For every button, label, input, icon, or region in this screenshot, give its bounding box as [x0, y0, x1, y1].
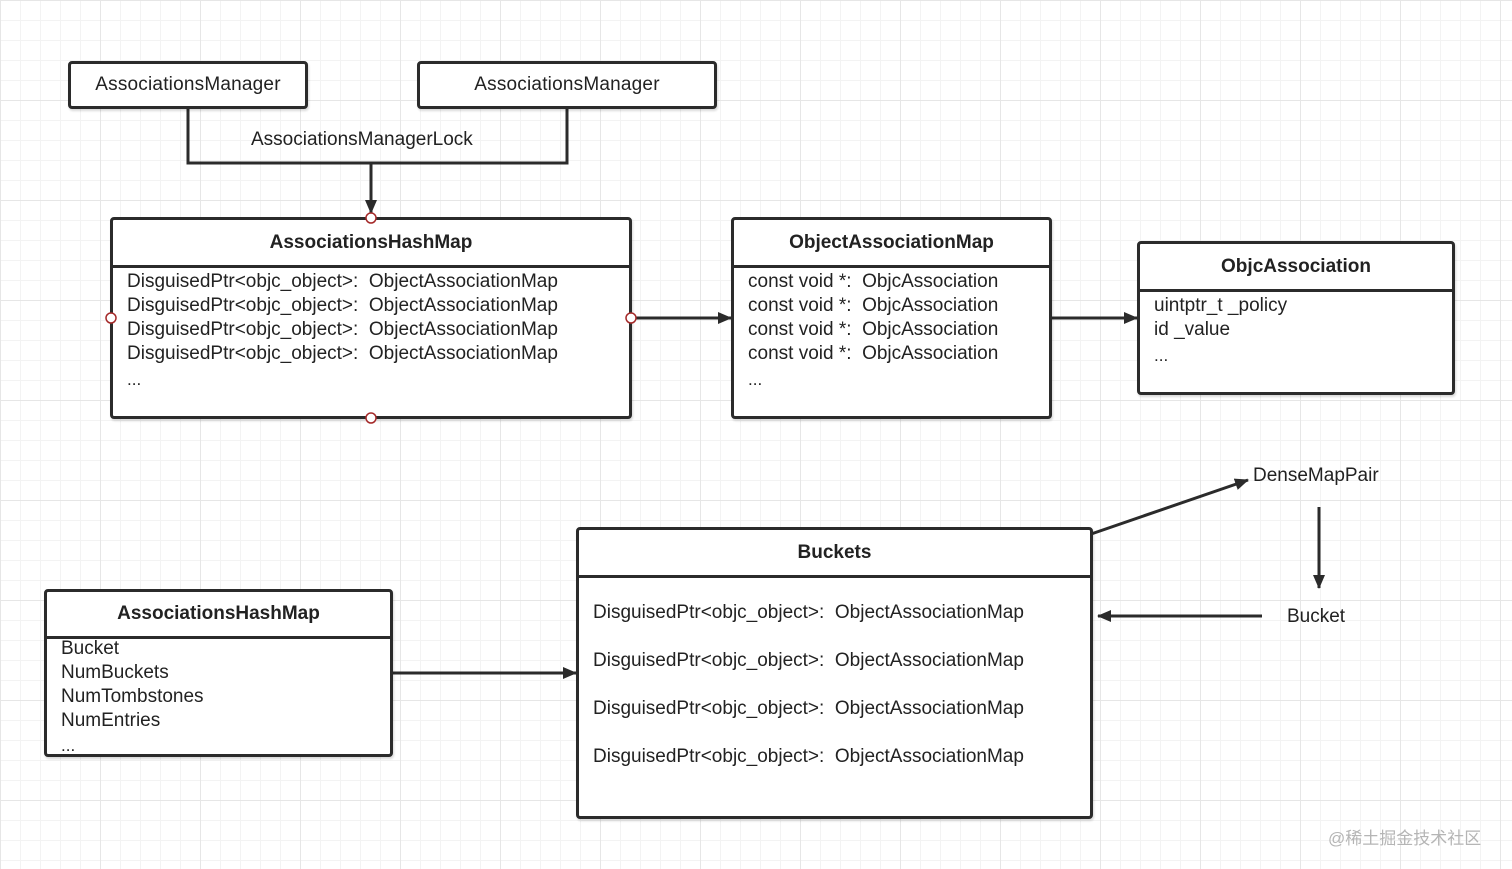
- buckets-row: DisguisedPtr<objc_object>: ObjectAssocia…: [593, 698, 1024, 719]
- hash-map-fields-box[interactable]: AssociationsHashMap Bucket NumBuckets Nu…: [44, 589, 393, 757]
- objc-association-more: ...: [1154, 346, 1169, 365]
- hash-map-field: Bucket: [61, 638, 120, 659]
- objc-association-field: uintptr_t _policy: [1154, 295, 1288, 316]
- connection-point: [365, 412, 377, 424]
- hash-map-fields-header: AssociationsHashMap: [47, 592, 390, 639]
- dense-map-pair-label: DenseMapPair: [1253, 465, 1379, 486]
- watermark: @稀土掘金技术社区: [1328, 829, 1482, 848]
- object-map-row: const void *: ObjcAssociation: [748, 343, 999, 364]
- hash-map-row: DisguisedPtr<objc_object>: ObjectAssocia…: [127, 271, 558, 292]
- hash-map-fields-more: ...: [61, 736, 76, 755]
- object-map-more: ...: [748, 370, 763, 389]
- associations-manager-right-label: AssociationsManager: [474, 74, 660, 95]
- objc-association-header: ObjcAssociation: [1140, 244, 1452, 292]
- lock-bracket-line: [186, 108, 569, 165]
- object-map-row: const void *: ObjcAssociation: [748, 271, 999, 292]
- hash-map-row: DisguisedPtr<objc_object>: ObjectAssocia…: [127, 295, 558, 316]
- buckets-row: DisguisedPtr<objc_object>: ObjectAssocia…: [593, 746, 1024, 767]
- associations-hash-map-box[interactable]: AssociationsHashMap DisguisedPtr<objc_ob…: [110, 217, 632, 419]
- associations-hash-map-header: AssociationsHashMap: [113, 220, 629, 268]
- buckets-box[interactable]: Buckets DisguisedPtr<objc_object>: Objec…: [576, 527, 1093, 819]
- hash-map-field: NumTombstones: [61, 686, 204, 707]
- connection-point: [625, 312, 637, 324]
- buckets-row: DisguisedPtr<objc_object>: ObjectAssocia…: [593, 602, 1024, 623]
- objc-association-field: id _value: [1154, 319, 1231, 340]
- buckets-header: Buckets: [579, 530, 1090, 578]
- hash-map-field: NumBuckets: [61, 662, 169, 683]
- object-map-row: const void *: ObjcAssociation: [748, 295, 999, 316]
- associations-hash-map-title: AssociationsHashMap: [269, 231, 473, 253]
- objc-association-box[interactable]: ObjcAssociation uintptr_t _policy id _va…: [1137, 241, 1455, 395]
- hash-map-fields-title: AssociationsHashMap: [117, 603, 320, 624]
- associations-manager-left[interactable]: AssociationsManager: [68, 61, 308, 109]
- hash-map-field: NumEntries: [61, 710, 161, 731]
- associations-manager-right[interactable]: AssociationsManager: [417, 61, 717, 109]
- object-map-row: const void *: ObjcAssociation: [748, 319, 999, 340]
- object-association-map-header: ObjectAssociationMap: [734, 220, 1049, 268]
- hash-map-row: DisguisedPtr<objc_object>: ObjectAssocia…: [127, 343, 558, 364]
- connection-point: [365, 212, 377, 224]
- associations-manager-lock-label: AssociationsManagerLock: [251, 129, 473, 150]
- bucket-label: Bucket: [1287, 606, 1346, 627]
- object-association-map-box[interactable]: ObjectAssociationMap const void *: ObjcA…: [731, 217, 1052, 419]
- buckets-row: DisguisedPtr<objc_object>: ObjectAssocia…: [593, 650, 1024, 671]
- hash-map-more: ...: [127, 370, 142, 389]
- object-association-map-title: ObjectAssociationMap: [789, 231, 994, 253]
- hash-map-row: DisguisedPtr<objc_object>: ObjectAssocia…: [127, 319, 558, 340]
- associations-manager-left-label: AssociationsManager: [95, 74, 281, 95]
- buckets-title: Buckets: [797, 541, 872, 563]
- connection-point: [105, 312, 117, 324]
- objc-association-title: ObjcAssociation: [1221, 255, 1371, 277]
